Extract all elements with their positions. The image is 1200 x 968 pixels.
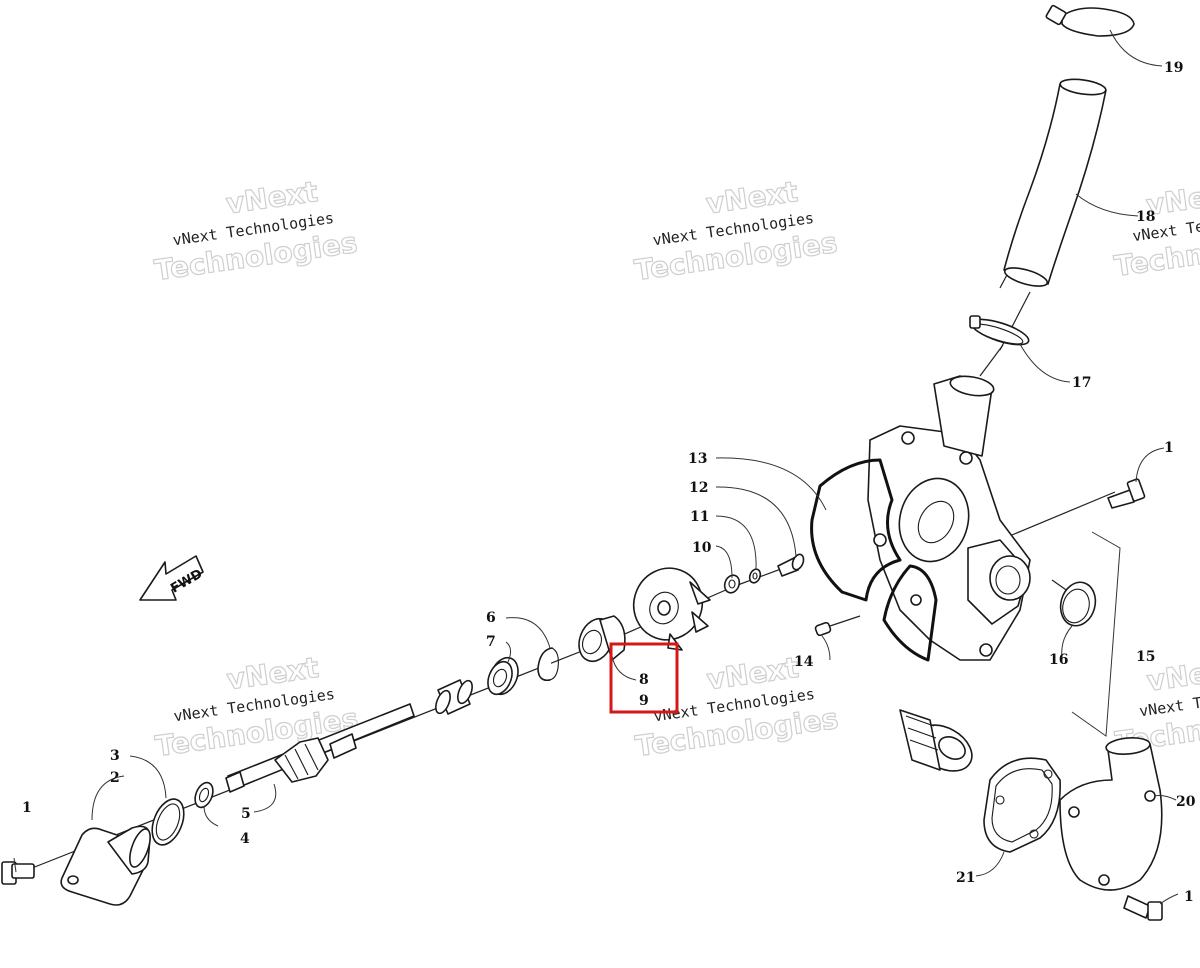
o-ring-part-16 [1059, 581, 1097, 627]
bolt-part-1-right [1107, 478, 1146, 509]
callout-3: 3 [110, 748, 120, 764]
callout-1-right: 1 [1164, 440, 1174, 456]
bearing-part-7 [487, 656, 519, 696]
watermark-top-center: vNext vNext Technologies Technologies [632, 174, 840, 287]
washer-part-10 [723, 574, 741, 594]
callout-11: 11 [690, 509, 709, 525]
circlip-part-6 [537, 647, 559, 682]
bolt-part-12 [777, 553, 805, 577]
callout-6: 6 [486, 610, 496, 626]
hose-part-18 [1003, 78, 1107, 287]
dowel-pin-part-14 [814, 621, 832, 637]
callout-7: 7 [486, 634, 496, 650]
callout-9: 9 [639, 693, 649, 709]
shaft-gear-part-5 [225, 703, 415, 793]
callout-17: 17 [1072, 375, 1091, 391]
washer-part-11 [748, 568, 762, 584]
o-ring-part-3 [151, 798, 185, 846]
watermark-top-left: vNext vNext Technologies Technologies [152, 174, 360, 287]
callout-2: 2 [110, 770, 120, 786]
callout-20: 20 [1176, 794, 1196, 810]
highlight-box-8-9 [609, 642, 679, 714]
callout-13: 13 [688, 451, 707, 467]
callout-12: 12 [689, 480, 708, 496]
callout-21: 21 [956, 870, 975, 886]
callout-10: 10 [692, 540, 712, 556]
callout-8: 8 [639, 672, 649, 688]
seal-part-8-9 [578, 615, 626, 663]
bushing-part [435, 679, 473, 715]
clamp-part-17 [969, 315, 1030, 346]
bolt-part-1-bottom-right [1123, 895, 1163, 921]
bracket-part-15 [1071, 531, 1121, 737]
fwd-direction-arrow: FWD [139, 555, 205, 601]
callout-15: 15 [1136, 649, 1155, 665]
cover-part-2 [60, 825, 151, 906]
callout-1-left: 1 [22, 800, 32, 816]
gasket-part-13 [810, 458, 938, 662]
callout-1-bottom-right: 1 [1184, 889, 1194, 905]
washer-part-4 [194, 781, 214, 809]
clamp-part-19 [1045, 4, 1135, 37]
callout-numbers: 1 1 1 2 3 4 5 6 7 8 9 10 11 12 13 14 15 … [22, 60, 1196, 905]
thermostat-part [899, 709, 973, 772]
gasket-part-21 [983, 757, 1061, 853]
callout-4: 4 [240, 831, 250, 847]
leader-lines [13, 29, 1179, 905]
bolt-part-1-left [1, 861, 35, 885]
callout-5: 5 [241, 806, 251, 822]
callout-18: 18 [1136, 209, 1155, 225]
impeller-part [632, 567, 711, 651]
callout-19: 19 [1164, 60, 1183, 76]
pump-housing [867, 375, 1031, 661]
callout-16: 16 [1049, 652, 1068, 668]
callout-14: 14 [794, 654, 814, 670]
thermostat-housing-part-20 [1059, 737, 1163, 891]
